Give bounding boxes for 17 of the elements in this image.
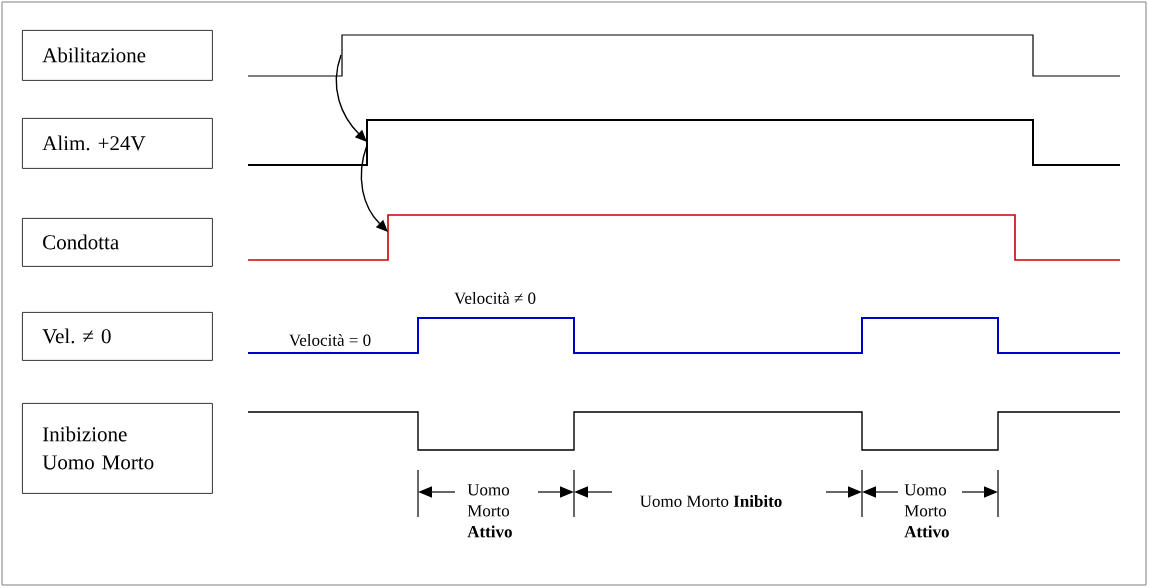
waveform bbox=[247, 411, 1121, 451]
arrow bbox=[335, 54, 367, 142]
waveform bbox=[247, 119, 1121, 166]
signal-label-box: Condotta bbox=[22, 218, 213, 267]
arrow bbox=[360, 144, 388, 232]
signal-label-box: Alim. +24V bbox=[22, 118, 213, 169]
waveform bbox=[247, 214, 1121, 261]
waveform bbox=[247, 317, 1121, 354]
signal-label-box: Inibizione Uomo Morto bbox=[22, 403, 213, 494]
signal-value-label: Velocità = 0 bbox=[289, 333, 371, 347]
interval-label: Uomo Morto Attivo bbox=[904, 484, 949, 538]
interval-label: Uomo Morto Attivo bbox=[467, 484, 512, 538]
signal-label-box: Vel. ≠ 0 bbox=[22, 312, 213, 361]
signal-label-box: Abilitazione bbox=[22, 30, 213, 81]
waveform bbox=[247, 34, 1121, 77]
signal-value-label: Velocità ≠ 0 bbox=[454, 291, 536, 305]
interval-label: Uomo Morto Inibito bbox=[640, 495, 782, 507]
